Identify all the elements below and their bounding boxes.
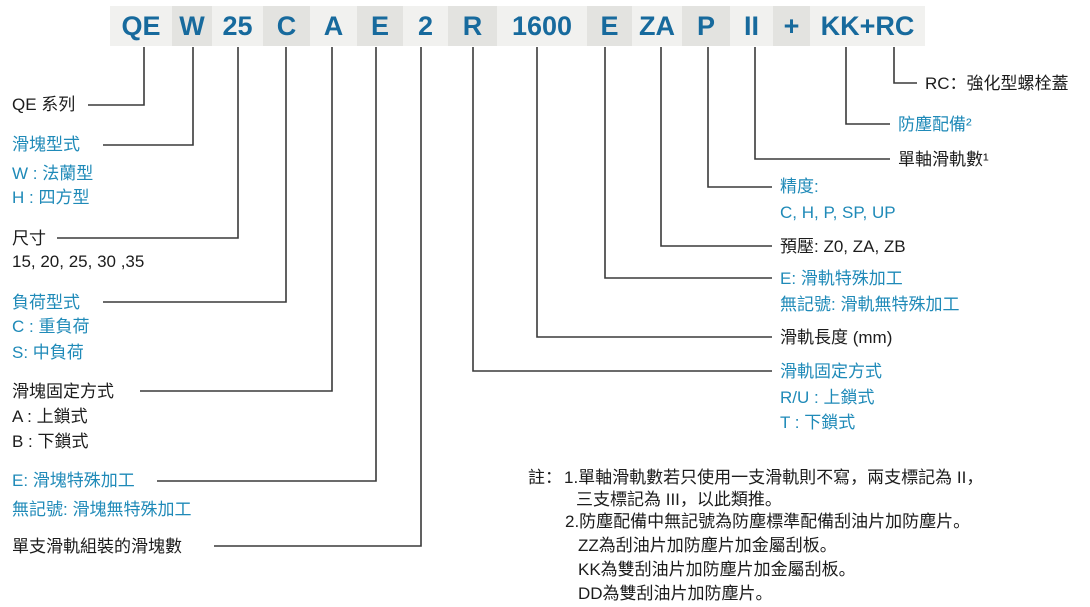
code-segment-w: W (172, 6, 212, 46)
note-line-1: 1.單軸滑軌數若只使用一支滑軌則不寫，兩支標記為 II， (564, 468, 984, 487)
label-rail-fix-title: 滑軌固定方式 (780, 362, 882, 381)
label-size-title: 尺寸 (12, 229, 46, 248)
label-rail-count: 單軸滑軌數¹ (898, 150, 989, 169)
label-block-fix-b: B : 下鎖式 (12, 432, 89, 451)
code-segment-za: ZA (632, 6, 682, 46)
wire-block-fix (140, 47, 333, 392)
label-rail-length: 滑軌長度 (mm) (780, 328, 893, 347)
note-prefix: 註： (528, 468, 562, 487)
label-block-count: 單支滑軌組裝的滑塊數 (12, 537, 182, 556)
wire-block-special (157, 47, 377, 482)
note-line-5: KK為雙刮油片加防塵片加金屬刮板。 (578, 560, 856, 579)
wire-preload (660, 47, 772, 247)
code-segment-1600: 1600 (497, 6, 587, 46)
label-precision-title: 精度: (780, 177, 819, 196)
code-segment-2: 2 (403, 6, 448, 46)
code-segment-p: P (682, 6, 730, 46)
code-segment-e-block: E (357, 6, 403, 46)
code-segment-plus: + (773, 6, 810, 46)
wire-rail-special (604, 47, 772, 279)
label-qe-series: QE 系列 (12, 95, 76, 114)
note-line-4: ZZ為刮油片加防塵片加金屬刮板。 (578, 536, 837, 555)
wire-block-type (103, 47, 194, 146)
label-load-c: C : 重負荷 (12, 317, 90, 336)
label-block-type-w: W : 法蘭型 (12, 164, 94, 183)
label-block-special-e: E: 滑塊特殊加工 (12, 471, 135, 490)
wire-rc (893, 47, 917, 84)
code-segment-ii: II (730, 6, 773, 46)
label-block-fix-title: 滑塊固定方式 (12, 382, 114, 401)
wire-rail-count (754, 47, 890, 160)
note-line-6: DD為雙刮油片加防塵片。 (578, 584, 773, 603)
label-rail-special-none: 無記號: 滑軌無特殊加工 (780, 295, 960, 314)
label-precision-values: C, H, P, SP, UP (780, 203, 896, 222)
label-dust: 防塵配備² (898, 115, 972, 134)
code-segment-r: R (448, 6, 497, 46)
label-rail-fix-ru: R/U : 上鎖式 (780, 388, 875, 407)
label-preload: 預壓: Z0, ZA, ZB (780, 237, 906, 256)
label-load-s: S: 中負荷 (12, 343, 84, 362)
wire-block-count (214, 47, 422, 547)
label-size-values: 15, 20, 25, 30 ,35 (12, 252, 145, 271)
wire-qe-series (88, 47, 145, 106)
label-rc: RC：強化型螺栓蓋 (925, 74, 1069, 93)
wire-rail-fix (472, 47, 772, 372)
label-rail-fix-t: T : 下鎖式 (780, 413, 856, 432)
label-block-special-none: 無記號: 滑塊無特殊加工 (12, 500, 192, 519)
code-segment-c: C (263, 6, 310, 46)
label-block-fix-a: A : 上鎖式 (12, 407, 88, 426)
note-line-2: 三支標記為 III，以此類推。 (576, 490, 782, 509)
code-segment-kkrc: KK+RC (810, 6, 925, 46)
label-block-type-title: 滑塊型式 (12, 135, 80, 154)
wire-dust (845, 47, 890, 125)
label-load-title: 負荷型式 (12, 293, 80, 312)
code-segment-a: A (310, 6, 357, 46)
label-block-type-h: H : 四方型 (12, 188, 90, 207)
code-segment-qe: QE (110, 6, 172, 46)
label-rail-special-e: E: 滑軌特殊加工 (780, 269, 903, 288)
code-segment-e-rail: E (587, 6, 632, 46)
code-segment-25: 25 (212, 6, 263, 46)
wire-size (57, 47, 239, 239)
wire-precision (707, 47, 772, 188)
note-line-3: 2.防塵配備中無記號為防塵標準配備刮油片加防塵片。 (565, 512, 971, 531)
wire-rail-length (536, 47, 772, 338)
